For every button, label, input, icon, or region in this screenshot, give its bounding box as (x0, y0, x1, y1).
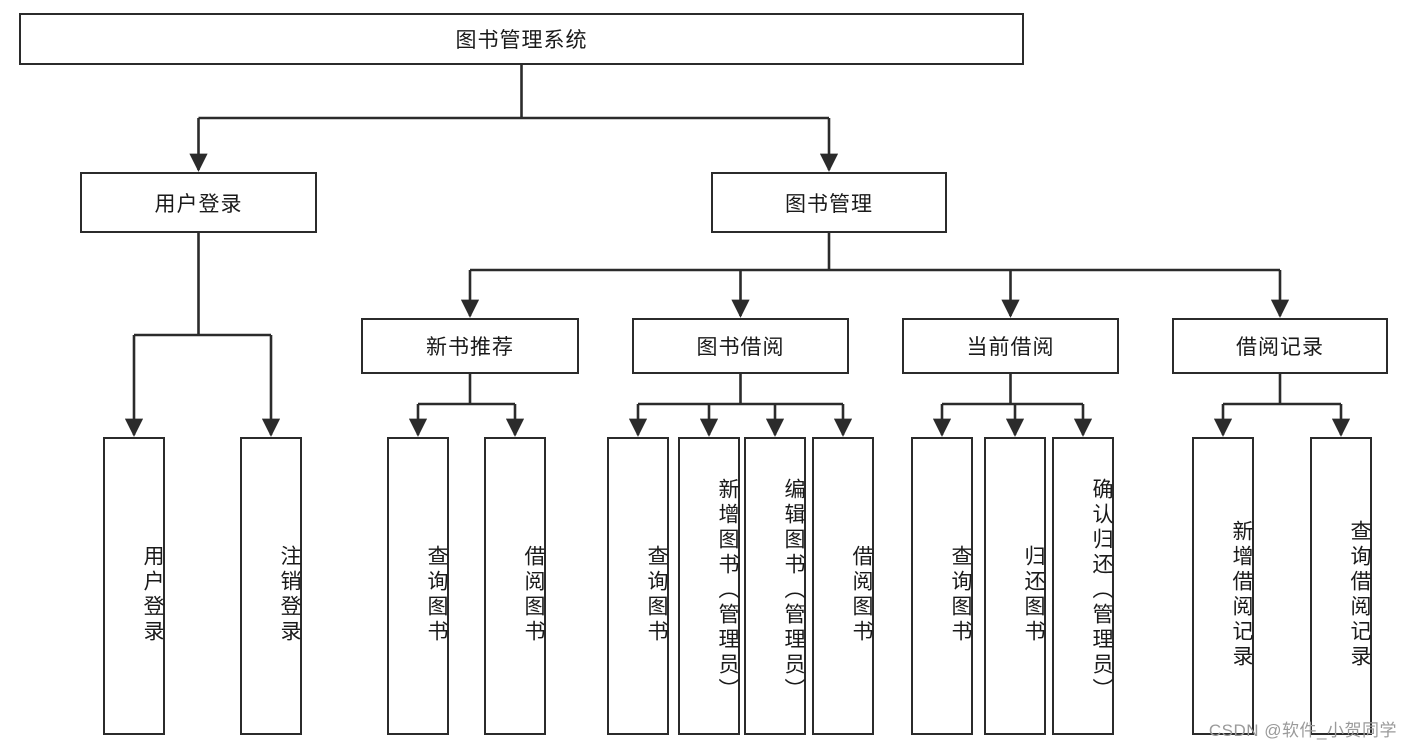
leaf-leaf-cur-return-book[interactable]: 归还图书 (984, 437, 1046, 735)
leaf-leaf-rec-query-book[interactable]: 查询图书 (387, 437, 449, 735)
leaf-leaf-cur-query-book[interactable]: 查询图书 (911, 437, 973, 735)
leaf-leaf-borrow-add-book[interactable]: 新增图书（管理员） (678, 437, 740, 735)
node-current-borrow[interactable]: 当前借阅 (902, 318, 1119, 374)
watermark-text: CSDN @软件_小贺同学 (1208, 721, 1397, 740)
leaf-leaf-rec-query-record[interactable]: 查询借阅记录 (1310, 437, 1372, 735)
leaf-leaf-borrow-borrow-book[interactable]: 借阅图书 (812, 437, 874, 735)
node-new-book-rec[interactable]: 新书推荐 (361, 318, 579, 374)
leaf-leaf-borrow-query-book[interactable]: 查询图书 (607, 437, 669, 735)
node-user-login[interactable]: 用户登录 (80, 172, 317, 233)
node-root[interactable]: 图书管理系统 (19, 13, 1024, 65)
leaf-leaf-user-login[interactable]: 用户登录 (103, 437, 165, 735)
leaf-leaf-borrow-edit-book[interactable]: 编辑图书（管理员） (744, 437, 806, 735)
leaf-leaf-rec-add-record[interactable]: 新增借阅记录 (1192, 437, 1254, 735)
node-book-manage[interactable]: 图书管理 (711, 172, 947, 233)
leaf-leaf-cur-confirm-return[interactable]: 确认归还（管理员） (1052, 437, 1114, 735)
leaf-leaf-rec-borrow-book[interactable]: 借阅图书 (484, 437, 546, 735)
node-book-borrow[interactable]: 图书借阅 (632, 318, 849, 374)
node-borrow-record[interactable]: 借阅记录 (1172, 318, 1388, 374)
leaf-leaf-user-logout[interactable]: 注销登录 (240, 437, 302, 735)
